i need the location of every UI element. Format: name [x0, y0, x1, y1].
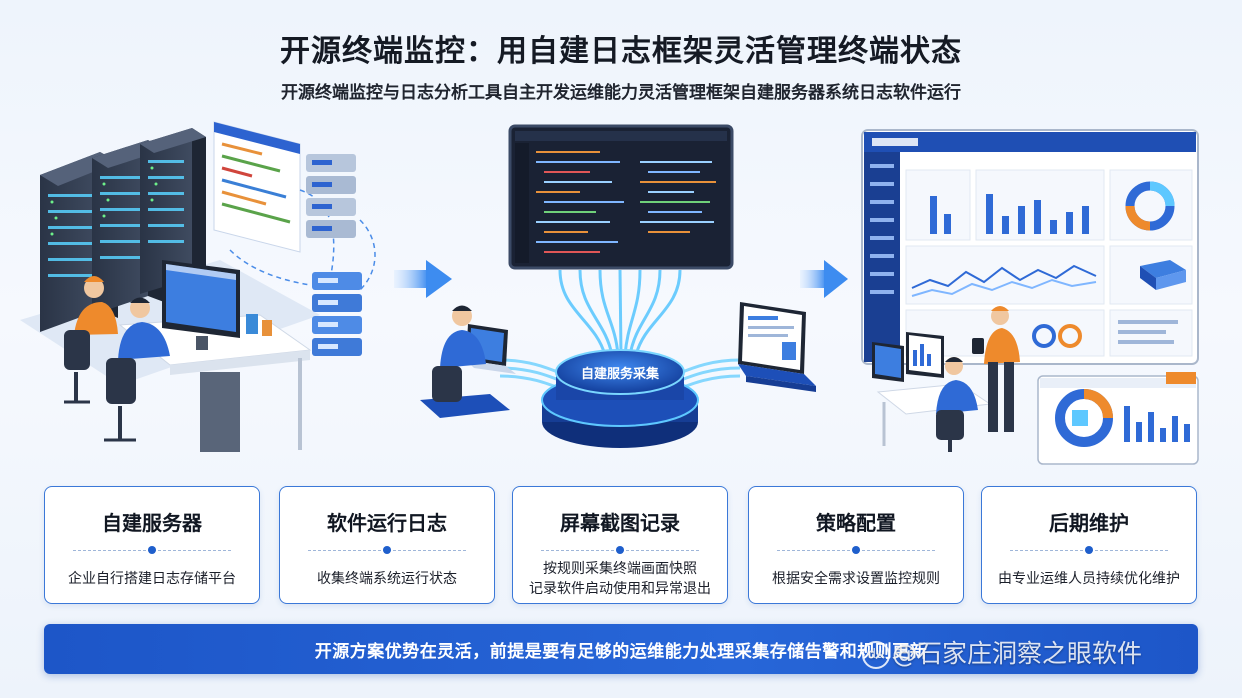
workstation-desk: [872, 306, 1020, 452]
page-subtitle: 开源终端监控与日志分析工具自主开发运维能力灵活管理框架自建服务器系统日志软件运行: [281, 83, 961, 103]
card-dot-icon: [1085, 546, 1093, 554]
dashboard-screen-icon: [861, 129, 1199, 365]
person-icon: [972, 306, 1020, 432]
page-title: 开源终端监控：用自建日志框架灵活管理终端状态: [280, 34, 962, 69]
code-monitor-icon: [508, 124, 734, 270]
card-dot-icon: [148, 546, 156, 554]
card-title: 屏幕截图记录: [560, 511, 680, 535]
donut-chart-icon: [1125, 181, 1175, 231]
watermark-text: @石家庄洞察之眼软件: [892, 639, 1143, 668]
feature-card-self-built-server: 自建服务器 企业自行搭建日志存储平台: [44, 486, 260, 604]
card-description: 按规则采集终端画面快照 记录软件启动使用和异常退出: [529, 561, 711, 597]
card-dot-icon: [616, 546, 624, 554]
person-icon: [936, 357, 978, 452]
collection-hub-scene: 自建服务采集: [420, 124, 816, 448]
card-description: 由专业运维人员持续优化维护: [998, 571, 1180, 587]
person-icon: [64, 276, 118, 404]
workstation-desk: [420, 305, 516, 418]
card-title: 自建服务器: [102, 511, 202, 535]
summary-banner: 开源方案优势在灵活，前提是要有足够的运维能力处理采集存储告警和规则更新: [44, 624, 1198, 674]
dashboard-scene: [861, 129, 1199, 465]
card-description: 根据安全需求设置监控规则: [772, 571, 940, 587]
illustration: 自建服务采集: [20, 121, 1199, 465]
card-title: 软件运行日志: [327, 511, 447, 535]
report-panel-icon: [1037, 372, 1199, 465]
feature-card-software-logs: 软件运行日志 收集终端系统运行状态: [279, 486, 495, 604]
workstation-desk: [118, 260, 312, 452]
arrow-right-icon: [800, 260, 848, 298]
watermark: du@石家庄洞察之眼软件: [862, 634, 1142, 670]
laptop-icon: [738, 302, 816, 392]
server-box-icon: [1140, 260, 1186, 290]
card-description: 收集终端系统运行状态: [317, 571, 457, 587]
watermark-logo-icon: du: [862, 641, 890, 669]
server-room-scene: [20, 121, 376, 452]
feature-card-maintenance: 后期维护 由专业运维人员持续优化维护: [981, 486, 1197, 604]
card-dot-icon: [383, 546, 391, 554]
card-title: 后期维护: [1049, 511, 1129, 535]
feature-card-screenshot-records: 屏幕截图记录 按规则采集终端画面快照 记录软件启动使用和异常退出: [512, 486, 728, 604]
monitor-icon: [872, 332, 944, 382]
card-dot-icon: [852, 546, 860, 554]
hub-label: 自建服务采集: [581, 366, 660, 382]
person-icon: [432, 305, 486, 402]
banner-text: 开源方案优势在灵活，前提是要有足够的运维能力处理采集存储告警和规则更新: [314, 642, 928, 662]
card-title: 策略配置: [816, 511, 896, 535]
arrow-right-icon: [394, 260, 452, 298]
feature-card-policy-config: 策略配置 根据安全需求设置监控规则: [748, 486, 964, 604]
log-window-icon: [213, 121, 301, 253]
hub-platform: 自建服务采集: [541, 349, 699, 448]
database-stack-icon: [306, 154, 356, 238]
card-description: 企业自行搭建日志存储平台: [68, 571, 236, 587]
monitor-icon: [162, 260, 240, 350]
person-icon: [104, 297, 170, 442]
database-stack-icon: [312, 272, 362, 356]
